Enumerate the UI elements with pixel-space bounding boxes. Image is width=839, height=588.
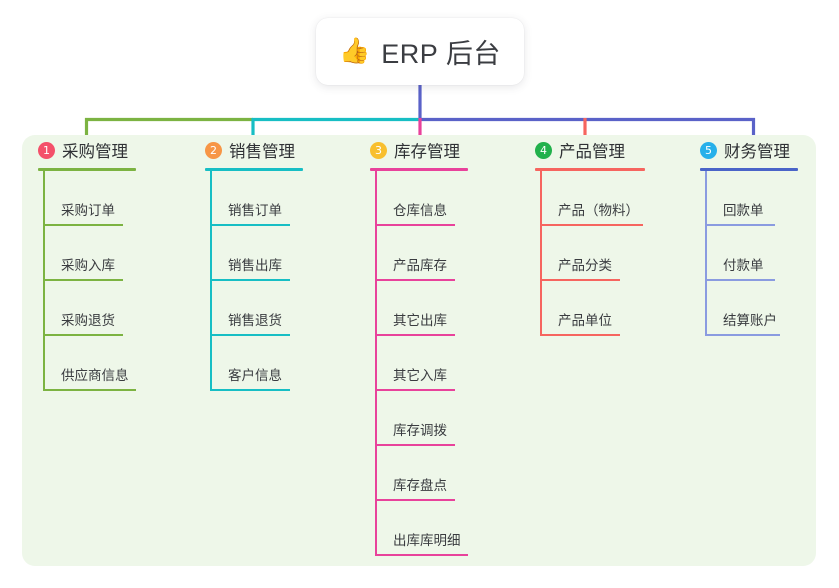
column-4: 4 产品管理产品（物料） 产品分类产品单位 [519, 135, 645, 336]
list-item-label: 销售订单 [228, 203, 282, 218]
list-item-label: 产品库存 [393, 258, 447, 273]
thumbs-up-icon: 👍 [339, 37, 371, 65]
column-header-5[interactable]: 5 财务管理 [684, 135, 790, 165]
column-badge-1: 1 [38, 141, 55, 159]
list-item-label: 客户信息 [228, 368, 282, 383]
column-header-rule-1 [38, 168, 136, 171]
column-header-1[interactable]: 1 采购管理 [22, 135, 128, 165]
column-title-3: 库存管理 [394, 143, 460, 161]
list-item[interactable]: 产品分类 [540, 226, 620, 281]
column-badge-4: 4 [535, 141, 552, 159]
list-item[interactable]: 客户信息 [210, 336, 290, 391]
list-item-rule [705, 224, 775, 226]
list-item-label: 结算账户 [723, 313, 777, 328]
list-item-rule [210, 389, 290, 391]
column-5: 5 财务管理回款单付款单结算账户 [684, 135, 798, 336]
list-item-rule [375, 279, 455, 281]
list-item-label: 产品（物料） [558, 203, 639, 218]
list-item-label: 其它出库 [393, 313, 447, 328]
column-header-2[interactable]: 2 销售管理 [189, 135, 295, 165]
list-item-rule [43, 389, 136, 391]
list-item-rule [375, 224, 455, 226]
column-spine-1 [43, 171, 45, 391]
list-item-label: 采购入库 [61, 258, 115, 273]
list-item-rule [375, 554, 468, 556]
list-item-rule [43, 334, 123, 336]
list-item-label: 库存盘点 [393, 478, 447, 493]
root-node-title: ERP 后台 [381, 39, 501, 69]
list-item-rule [375, 334, 455, 336]
root-node-card[interactable]: 👍 ERP 后台 [316, 18, 524, 85]
list-item[interactable]: 产品库存 [375, 226, 455, 281]
list-item-label: 库存调拨 [393, 423, 447, 438]
list-item-rule [210, 334, 290, 336]
column-spine-2 [210, 171, 212, 391]
list-item-label: 仓库信息 [393, 203, 447, 218]
column-header-4[interactable]: 4 产品管理 [519, 135, 625, 165]
list-item[interactable]: 回款单 [705, 171, 775, 226]
column-spine-4 [540, 171, 542, 336]
list-item[interactable]: 产品单位 [540, 281, 620, 336]
column-spine-3 [375, 171, 377, 556]
list-item[interactable]: 其它出库 [375, 281, 455, 336]
column-header-rule-2 [205, 168, 303, 171]
column-title-5: 财务管理 [724, 143, 790, 161]
column-badge-3: 3 [370, 141, 387, 159]
content-panel [22, 135, 816, 566]
list-item[interactable]: 销售订单 [210, 171, 290, 226]
list-item-rule [705, 334, 780, 336]
list-item-rule [375, 499, 455, 501]
list-item[interactable]: 付款单 [705, 226, 775, 281]
list-item-label: 出库库明细 [393, 533, 461, 548]
list-item[interactable]: 采购退货 [43, 281, 123, 336]
list-item[interactable]: 库存调拨 [375, 391, 455, 446]
list-item-rule [540, 224, 643, 226]
list-item-rule [210, 279, 290, 281]
list-item[interactable]: 库存盘点 [375, 446, 455, 501]
list-item-rule [210, 224, 290, 226]
list-item-rule [43, 224, 123, 226]
column-header-rule-5 [700, 168, 798, 171]
list-item[interactable]: 采购入库 [43, 226, 123, 281]
column-badge-2: 2 [205, 141, 222, 159]
list-item-label: 销售出库 [228, 258, 282, 273]
list-item-rule [375, 389, 455, 391]
list-item[interactable]: 销售出库 [210, 226, 290, 281]
column-spine-5 [705, 171, 707, 336]
list-item-rule [375, 444, 455, 446]
list-item-label: 销售退货 [228, 313, 282, 328]
column-3: 3 库存管理仓库信息产品库存其它出库其它入库库存调拨库存盘点出库库明细 [354, 135, 468, 556]
list-item-rule [43, 279, 123, 281]
list-item-label: 回款单 [723, 203, 764, 218]
column-header-rule-4 [535, 168, 645, 171]
list-item[interactable]: 结算账户 [705, 281, 780, 336]
column-badge-5: 5 [700, 141, 717, 159]
list-item-rule [540, 279, 620, 281]
list-item-label: 采购订单 [61, 203, 115, 218]
list-item[interactable]: 销售退货 [210, 281, 290, 336]
list-item[interactable]: 产品（物料） [540, 171, 643, 226]
column-title-2: 销售管理 [229, 143, 295, 161]
list-item[interactable]: 采购订单 [43, 171, 123, 226]
column-1: 1 采购管理采购订单采购入库采购退货供应商信息 [22, 135, 136, 391]
list-item[interactable]: 供应商信息 [43, 336, 136, 391]
list-item-label: 付款单 [723, 258, 764, 273]
list-item-label: 产品单位 [558, 313, 612, 328]
column-2: 2 销售管理销售订单销售出库销售退货客户信息 [189, 135, 303, 391]
list-item-label: 采购退货 [61, 313, 115, 328]
column-title-4: 产品管理 [559, 143, 625, 161]
column-title-1: 采购管理 [62, 143, 128, 161]
column-header-rule-3 [370, 168, 468, 171]
list-item-rule [705, 279, 775, 281]
list-item[interactable]: 仓库信息 [375, 171, 455, 226]
list-item[interactable]: 其它入库 [375, 336, 455, 391]
list-item-label: 供应商信息 [61, 368, 129, 383]
list-item-label: 产品分类 [558, 258, 612, 273]
list-item-rule [540, 334, 620, 336]
column-header-3[interactable]: 3 库存管理 [354, 135, 460, 165]
list-item-label: 其它入库 [393, 368, 447, 383]
list-item[interactable]: 出库库明细 [375, 501, 468, 556]
